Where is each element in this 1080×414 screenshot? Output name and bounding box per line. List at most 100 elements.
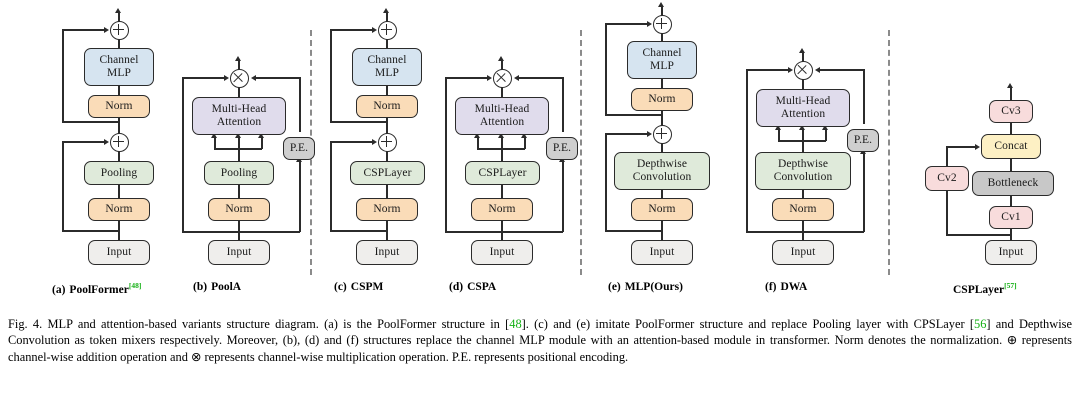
panel-c-norm-top-box: Norm	[356, 95, 418, 118]
panel-e-token-mixer-line1: Depthwise	[636, 158, 688, 171]
panel-b-skip-right-bottom	[240, 231, 300, 233]
panel-a-tag: (a)	[52, 283, 66, 296]
panel-g-cv3-box: Cv3	[989, 100, 1033, 123]
panel-b-skip-right-top	[256, 77, 300, 79]
panel-b-wire-pe-feed	[299, 160, 301, 232]
panel-f-multiply-operator	[794, 61, 813, 80]
panel-b-multiply-operator	[230, 69, 249, 88]
panel-b-output-arrowhead	[235, 56, 242, 61]
panel-a-skip2-vertical	[62, 29, 64, 122]
panel-b-skip-left-bottom	[182, 231, 239, 233]
panel-b-qkv-right	[261, 138, 263, 149]
panel-e-skip1-top	[605, 133, 649, 135]
panel-f-input-box: Input	[772, 240, 834, 265]
panel-f-output-arrowhead	[799, 48, 806, 53]
panel-b-qkv-mid	[238, 138, 240, 149]
panel-f-label: (f)DWA	[765, 281, 807, 293]
panel-d-wire-mixer-bus	[501, 148, 503, 162]
panel-g-wire-concat-cv3	[1010, 123, 1012, 135]
panel-e-label: (e)MLP(Ours)	[608, 281, 683, 293]
panel-g-branch-cv2-right	[946, 146, 976, 148]
panel-a-skip1-bottom	[62, 230, 119, 232]
panel-f-skip-left-vertical	[746, 69, 748, 232]
panel-f-wire-mixer-bus	[802, 140, 804, 153]
panel-d-qkv-right-arrowhead	[521, 133, 528, 138]
panel-a-name: PoolFormer	[69, 283, 129, 296]
panel-g-name: CSPLayer	[953, 283, 1005, 296]
panel-f-wire-mha-mul	[802, 78, 804, 90]
panel-g-concat-box: Concat	[981, 134, 1041, 159]
panel-a-token-mixer-box: Pooling	[84, 161, 154, 185]
panel-g-bottleneck-box: Bottleneck	[972, 171, 1054, 196]
panel-b-skip-right-vertical	[299, 77, 301, 132]
panel-c-skip1-top	[330, 141, 374, 143]
panel-g-cv2-box: Cv2	[925, 166, 969, 191]
panel-b-skip-right-arrowhead	[251, 74, 256, 81]
figure-caption-part2: ]. (c) and (e) imitate PoolFormer struct…	[521, 317, 974, 331]
panel-f-qkv-right	[825, 130, 827, 141]
panel-b-wire-mha-mul	[238, 86, 240, 98]
panel-e-skip2-arrowhead	[647, 20, 652, 27]
panel-b-input-box: Input	[208, 240, 270, 265]
panel-e-wire-mlp-add2	[661, 32, 663, 42]
panel-a-wire-add1-normtop	[118, 118, 120, 134]
panel-d-output-arrowhead	[498, 56, 505, 61]
panel-f-attention-line1: Multi-Head	[775, 95, 831, 108]
panel-g-concat-arrowhead	[975, 143, 980, 150]
panel-c-skip2-arrowhead	[372, 26, 377, 33]
panel-a-output-arrowhead	[115, 8, 122, 13]
panel-g-wire-output	[1010, 88, 1012, 101]
panel-f-qkv-mid-arrowhead	[799, 125, 806, 130]
panel-c-skip2-top	[330, 29, 374, 31]
panel-e-token-mixer-box: Depthwise Convolution	[614, 152, 710, 190]
panel-a-add-operator-1	[110, 133, 129, 152]
panel-e-add-operator-1	[653, 125, 672, 144]
panel-e-wire-norm-mixer	[661, 189, 663, 199]
panel-d-tag: (d)	[449, 281, 464, 293]
panel-d-attention-box: Multi-Head Attention	[455, 97, 549, 135]
panel-c-skip2-vertical	[330, 29, 332, 122]
panel-a-wire-output	[118, 13, 120, 22]
panel-d-wire-output	[501, 61, 503, 70]
panel-g-cv1-box: Cv1	[989, 206, 1033, 229]
panel-f-attention-line2: Attention	[780, 108, 826, 120]
panel-c-wire-mlp-add2	[386, 38, 388, 49]
panel-d-wire-norm-mixer	[501, 184, 503, 198]
panel-d-skip-right-top	[519, 77, 563, 79]
panel-f-token-mixer-line1: Depthwise	[777, 158, 829, 171]
panel-g-citation: [57]	[1004, 281, 1017, 290]
panel-e-channel-mlp-line1: Channel	[642, 47, 682, 60]
panel-c-wire-add1-normtop	[386, 118, 388, 134]
panel-f-skip-left-top	[746, 69, 790, 71]
panel-b-label: (b)PoolA	[193, 281, 241, 293]
panel-d-token-mixer-box: CSPLayer	[465, 161, 540, 185]
panel-b-pe-box: P.E.	[283, 137, 315, 160]
panel-d-attention-line2: Attention	[479, 116, 525, 128]
panel-b-tag: (b)	[193, 281, 208, 293]
panel-f-pe-box: P.E.	[847, 129, 879, 152]
panel-d-wire-input-norm	[501, 220, 503, 240]
panel-e-skip1-arrowhead	[647, 130, 652, 137]
figure-caption-cite1: 48	[509, 317, 522, 331]
panel-e-norm-bottom-box: Norm	[631, 198, 693, 221]
figure-caption-cite2: 56	[974, 317, 987, 331]
panel-a-channel-mlp-line1: Channel	[99, 54, 139, 67]
panel-f-qkv-left	[778, 130, 780, 141]
panel-g-branch-cv2-up	[946, 146, 948, 167]
panel-b-qkv-left-arrowhead	[211, 133, 218, 138]
panel-c-channel-mlp-line1: Channel	[367, 54, 407, 67]
panel-c-add-operator-1	[378, 133, 397, 152]
panel-a-skip1-top	[62, 141, 106, 143]
panel-e-wire-add1-normtop	[661, 111, 663, 126]
panel-b-qkv-mid-arrowhead	[235, 133, 242, 138]
panel-b-attention-line2: Attention	[216, 116, 262, 128]
panel-f-skip-right-vertical	[863, 69, 865, 124]
panel-d-qkv-left	[477, 138, 479, 149]
panel-g-branch-input-up	[946, 190, 948, 235]
panel-d-name: CSPA	[467, 281, 497, 293]
panel-a-wire-mlp-add2	[118, 38, 120, 49]
panel-b-skip-left-top	[182, 77, 226, 79]
panel-f-wire-output	[802, 53, 804, 62]
panel-g-output-arrowhead	[1007, 83, 1014, 88]
